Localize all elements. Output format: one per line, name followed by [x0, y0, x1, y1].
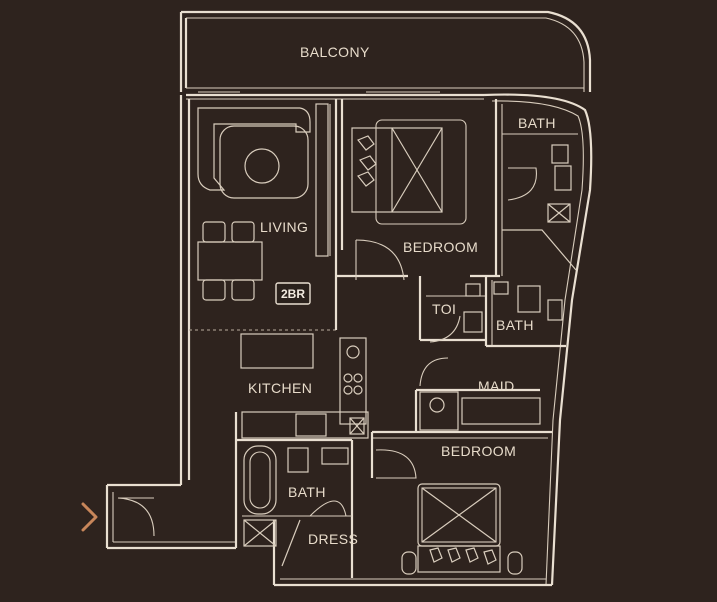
room-label-bath-bottom: BATH	[288, 484, 326, 500]
room-label-maid: MAID	[478, 378, 515, 394]
maid-room	[414, 357, 541, 432]
living-furniture	[189, 103, 336, 331]
toilet-and-bath-mid	[418, 276, 566, 348]
room-label-bedroom-main: BEDROOM	[403, 239, 478, 255]
room-label-living: LIVING	[260, 219, 308, 235]
main-bedroom-walls	[334, 99, 503, 330]
bath-bottom-and-dress	[236, 438, 354, 578]
room-label-dress: DRESS	[308, 531, 358, 547]
unit-type-badge: 2BR	[275, 282, 311, 305]
entry-door	[117, 497, 155, 537]
room-label-kitchen: KITCHEN	[248, 380, 312, 396]
kitchen	[234, 333, 369, 548]
room-label-bath-top: BATH	[518, 115, 556, 131]
svg-text:2BR: 2BR	[281, 287, 305, 301]
room-label-bath-mid: BATH	[496, 317, 534, 333]
room-label-balcony: BALCONY	[300, 44, 370, 60]
top-bath	[502, 133, 578, 271]
chevron-right-icon[interactable]	[74, 496, 104, 540]
room-label-toilet: TOI	[432, 301, 456, 317]
balcony-sliding-doors	[198, 91, 440, 96]
room-label-bedroom-second: BEDROOM	[441, 443, 516, 459]
second-bedroom	[370, 430, 552, 575]
main-bedroom-bed	[351, 119, 467, 225]
